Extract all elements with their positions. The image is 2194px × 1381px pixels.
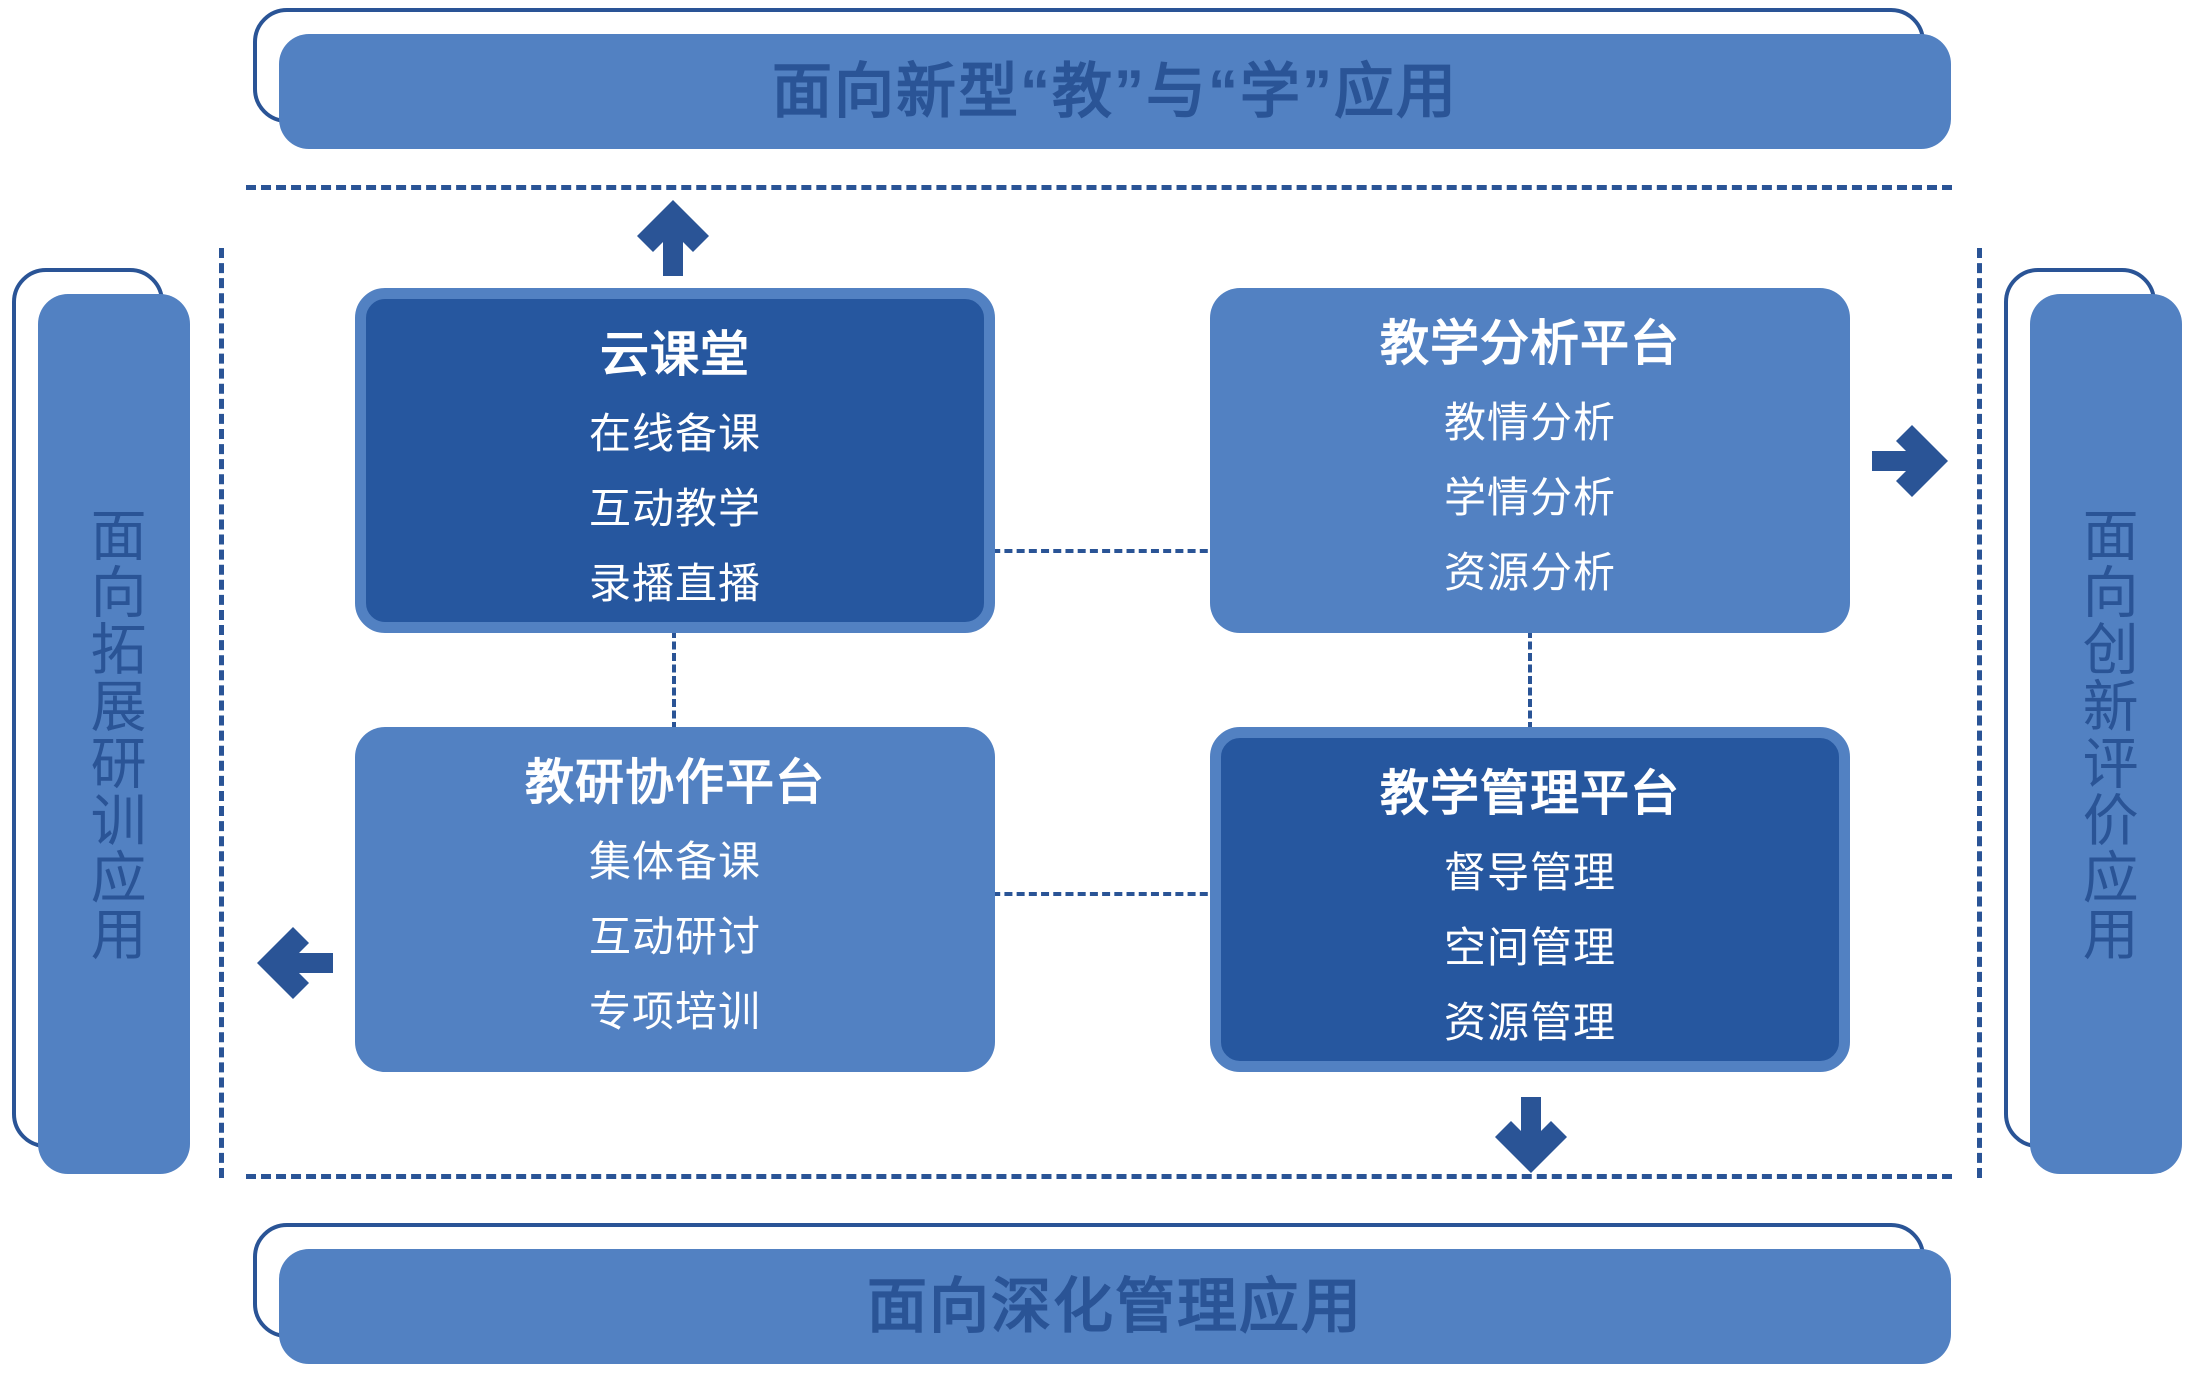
banner-top-fill: 面向新型“教”与“学”应用 [279,34,1951,149]
arrow-up-icon [630,198,716,278]
card-teaching-management-platform[interactable]: 教学管理平台 督导管理 空间管理 资源管理 [1210,727,1850,1072]
card-teaching-analysis-platform[interactable]: 教学分析平台 教情分析 学情分析 资源分析 [1210,288,1850,633]
card-title: 教学管理平台 [1379,767,1680,821]
card-cloud-classroom[interactable]: 云课堂 在线备课 互动教学 录播直播 [355,288,995,633]
arrow-down-icon [1488,1095,1574,1175]
banner-top-label: 面向新型“教”与“学”应用 [772,57,1458,125]
side-panel-right: 面向创新评价应用 [2004,268,2182,1174]
banner-bottom-label: 面向深化管理应用 [867,1272,1363,1340]
rail-bottom [246,1174,1952,1179]
card-title: 教研协作平台 [524,756,825,810]
rail-top [246,185,1952,190]
card-item: 教情分析 [1443,399,1616,446]
arrow-right-icon [1870,418,1950,504]
card-item: 空间管理 [1443,924,1616,971]
card-item: 督导管理 [1443,849,1616,896]
connector-research-to-management [980,892,1220,896]
banner-bottom-fill: 面向深化管理应用 [279,1249,1951,1364]
card-item: 互动教学 [588,485,761,532]
rail-left [219,248,224,1178]
card-item: 录播直播 [588,560,761,607]
side-panel-left: 面向拓展研训应用 [12,268,190,1174]
card-item: 资源分析 [1443,549,1616,596]
card-item: 学情分析 [1443,474,1616,521]
card-item: 集体备课 [588,838,761,885]
card-title: 云课堂 [599,328,750,382]
card-item: 专项培训 [588,988,761,1035]
rail-right [1977,248,1982,1178]
side-panel-right-fill: 面向创新评价应用 [2030,294,2182,1174]
connector-cloud-to-analysis [980,549,1220,553]
card-item: 互动研讨 [588,913,761,960]
connector-cloud-to-research [672,630,676,730]
arrow-left-icon [255,920,335,1006]
card-item: 资源管理 [1443,999,1616,1046]
card-item: 在线备课 [588,410,761,457]
side-panel-left-label: 面向拓展研训应用 [83,506,147,962]
card-research-collaboration-platform[interactable]: 教研协作平台 集体备课 互动研讨 专项培训 [355,727,995,1072]
side-panel-left-fill: 面向拓展研训应用 [38,294,190,1174]
side-panel-right-label: 面向创新评价应用 [2075,506,2139,962]
banner-bottom: 面向深化管理应用 [253,1223,1951,1364]
banner-top: 面向新型“教”与“学”应用 [253,8,1951,149]
connector-analysis-to-management [1528,630,1532,730]
card-title: 教学分析平台 [1379,317,1680,371]
